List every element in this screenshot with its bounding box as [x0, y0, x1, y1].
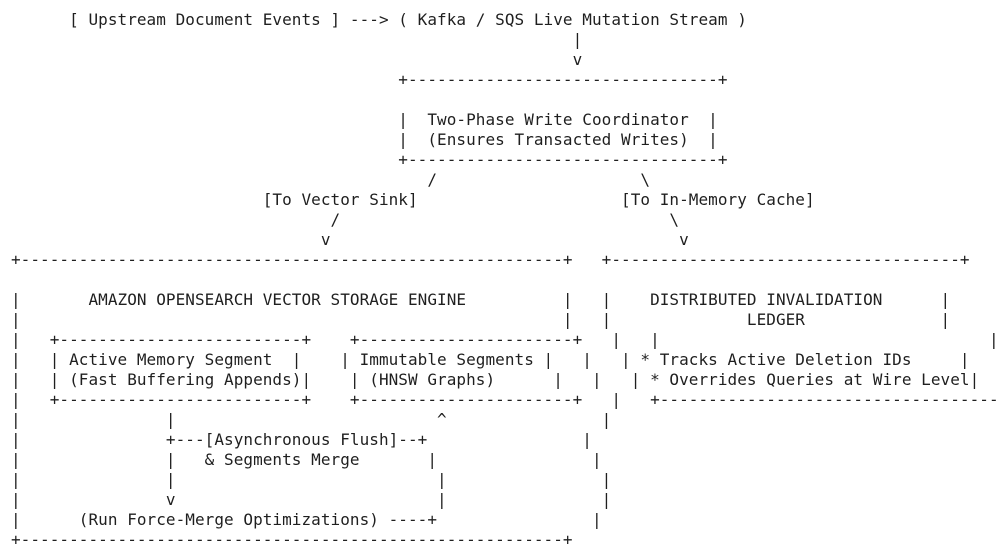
diagram-line-force-merge: | (Run Force-Merge Optimizations) ----+ …	[11, 510, 602, 529]
diagram-line-engine-and-ledger-titles: | AMAZON OPENSEARCH VECTOR STORAGE ENGIN…	[11, 290, 951, 309]
diagram-line-branch-slashes: / \	[11, 170, 651, 189]
diagram-line-segments-subtitles: | | (Fast Buffering Appends)| | (HNSW Gr…	[11, 370, 980, 389]
diagram-line-ledger-title-continued: | | | LEDGER |	[11, 310, 951, 329]
diagram-line-stream-connector: |	[11, 30, 583, 49]
diagram-line-segments-merge: | | & Segments Merge | |	[11, 450, 602, 469]
diagram-line-branch-arrows: v v	[11, 230, 689, 249]
diagram-line-coordinator-bottom-border: +--------------------------------+	[11, 150, 728, 169]
diagram-line-segments-top-borders: | +-------------------------+ +---------…	[11, 330, 996, 349]
diagram-line-stream-header: [ Upstream Document Events ] ---> ( Kafk…	[11, 10, 747, 29]
diagram-line-branch-labels: [To Vector Sink] [To In-Memory Cache]	[11, 190, 815, 209]
diagram-line-blank	[11, 90, 996, 110]
diagram-line-merge-arrow: | v | |	[11, 490, 612, 509]
diagram-line-segments-bottom-borders: | +-------------------------+ +---------…	[11, 390, 996, 409]
diagram-line-coordinator-top-border: +--------------------------------+	[11, 70, 728, 89]
diagram-line-stream-arrow: v	[11, 50, 583, 69]
diagram-line-coordinator-subtitle: | (Ensures Transacted Writes) |	[11, 130, 718, 149]
diagram-line-branch-slashes-lower: / \	[11, 210, 680, 229]
diagram-line-engine-bottom-border: +---------------------------------------…	[11, 530, 573, 549]
diagram-line-merge-connectors: | | | |	[11, 470, 612, 489]
diagram-line-segments-titles: | | Active Memory Segment | | Immutable …	[11, 350, 970, 369]
diagram-line-coordinator-title: | Two-Phase Write Coordinator |	[11, 110, 718, 129]
diagram-line-asynchronous-flush: | +---[Asynchronous Flush]--+ |	[11, 430, 592, 449]
diagram-line-blank	[11, 270, 996, 290]
diagram-line-engine-and-ledger-top-border: +---------------------------------------…	[11, 250, 970, 269]
ascii-architecture-diagram: [ Upstream Document Events ] ---> ( Kafk…	[11, 10, 996, 550]
diagram-line-flush-connectors: | | ^ |	[11, 410, 612, 429]
